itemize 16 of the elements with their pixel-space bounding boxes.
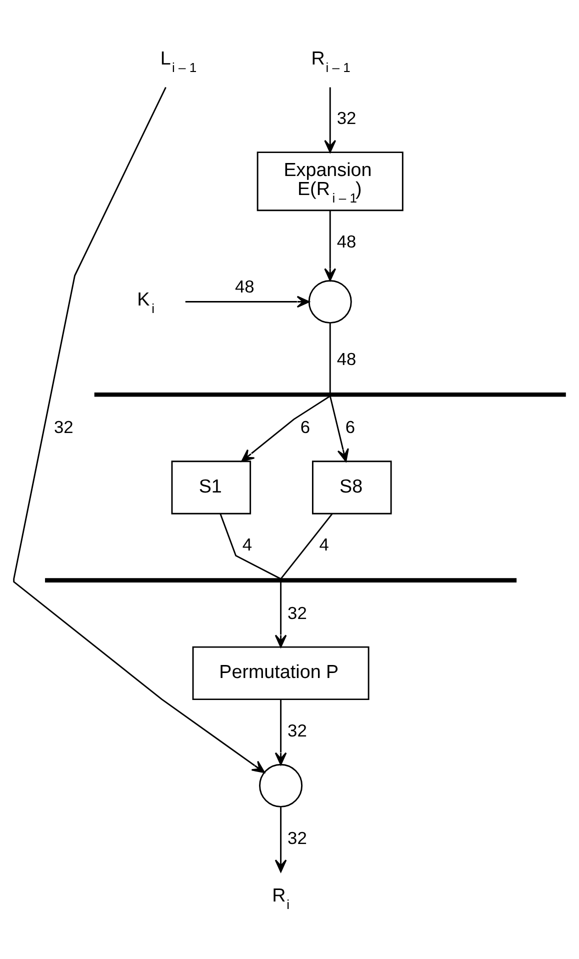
edge-label: 6	[300, 417, 310, 438]
edge-label: 32	[288, 602, 307, 623]
node-text: L$_{i – 1}$	[160, 47, 197, 75]
edge-label: 6	[345, 417, 356, 438]
edge-label: 4	[242, 534, 252, 555]
node-text: R$_{i – 1}$	[311, 47, 350, 75]
edge-label: 32	[288, 828, 307, 848]
edge-label: 32	[54, 417, 74, 438]
node-text: K$_{i}$	[137, 288, 155, 316]
edge-label: 32	[336, 108, 356, 128]
edge-label: 48	[336, 232, 356, 252]
edge-label: 48	[234, 276, 254, 296]
edge-label: 4	[319, 534, 329, 555]
edge-label: 48	[336, 349, 356, 370]
node-text: R$_{i}$	[272, 884, 290, 912]
edge-label: 32	[288, 720, 307, 740]
